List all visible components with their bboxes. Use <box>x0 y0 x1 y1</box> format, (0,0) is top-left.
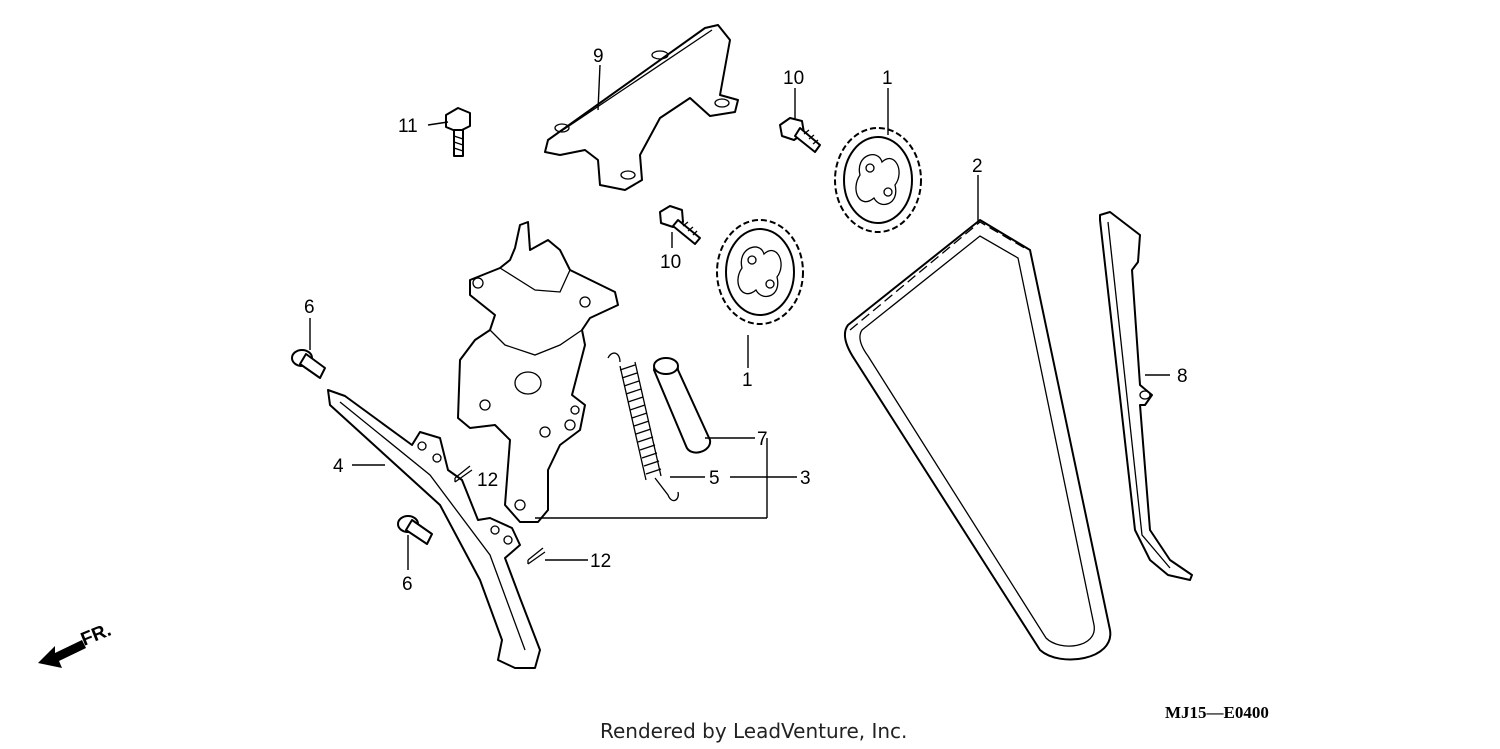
callout-guide: 8 <box>1177 366 1188 387</box>
callout-bolt-10-upper: 10 <box>783 68 804 89</box>
front-direction-label: FR. <box>78 620 114 651</box>
callout-bolt-lower: 6 <box>402 574 413 595</box>
callout-tensioner-arm: 4 <box>333 456 344 477</box>
bolt-6-upper-part[interactable] <box>291 349 326 379</box>
tensioner-spring-part[interactable] <box>607 352 679 502</box>
cam-chain-part[interactable] <box>843 219 1112 661</box>
roller-part[interactable] <box>653 357 712 454</box>
callout-sprocket-lower: 1 <box>742 370 753 391</box>
callout-clip-upper: 12 <box>477 470 498 491</box>
front-arrow-icon <box>38 640 86 668</box>
callout-sprocket-upper: 1 <box>882 68 893 89</box>
callout-spring: 5 <box>709 468 720 489</box>
bolt-11-part[interactable] <box>445 107 471 157</box>
front-direction-indicator: FR. <box>38 620 114 668</box>
callout-chain-holder: 9 <box>593 46 604 67</box>
tensioner-assembly-part[interactable] <box>457 221 619 523</box>
clip-12-lower-part[interactable] <box>527 547 546 565</box>
chain-guide-part[interactable] <box>1099 211 1193 581</box>
chain-holder-part[interactable] <box>544 24 739 191</box>
callout-roller: 7 <box>757 429 768 450</box>
render-credit: Rendered by LeadVenture, Inc. <box>600 719 907 743</box>
leader-lines <box>309 64 1170 570</box>
callout-cam-chain: 2 <box>972 156 983 177</box>
clip-12-upper-part[interactable] <box>454 465 473 483</box>
bolt-10-lower-part[interactable] <box>659 205 701 245</box>
callout-tensioner-assy: 3 <box>800 468 811 489</box>
bolt-10-upper-part[interactable] <box>779 117 821 153</box>
callout-clip-lower: 12 <box>590 551 611 572</box>
sprocket-lower-part[interactable] <box>716 219 804 325</box>
bolt-6-lower-part[interactable] <box>397 515 433 545</box>
callout-bolt-11: 11 <box>398 116 418 137</box>
diagram-code: MJ15—E0400 <box>1165 703 1269 722</box>
callout-bolt-10-lower: 10 <box>660 252 681 273</box>
callout-bolt-upper: 6 <box>304 297 315 318</box>
sprocket-upper-part[interactable] <box>834 127 922 233</box>
tensioner-arm-part[interactable] <box>327 389 541 669</box>
